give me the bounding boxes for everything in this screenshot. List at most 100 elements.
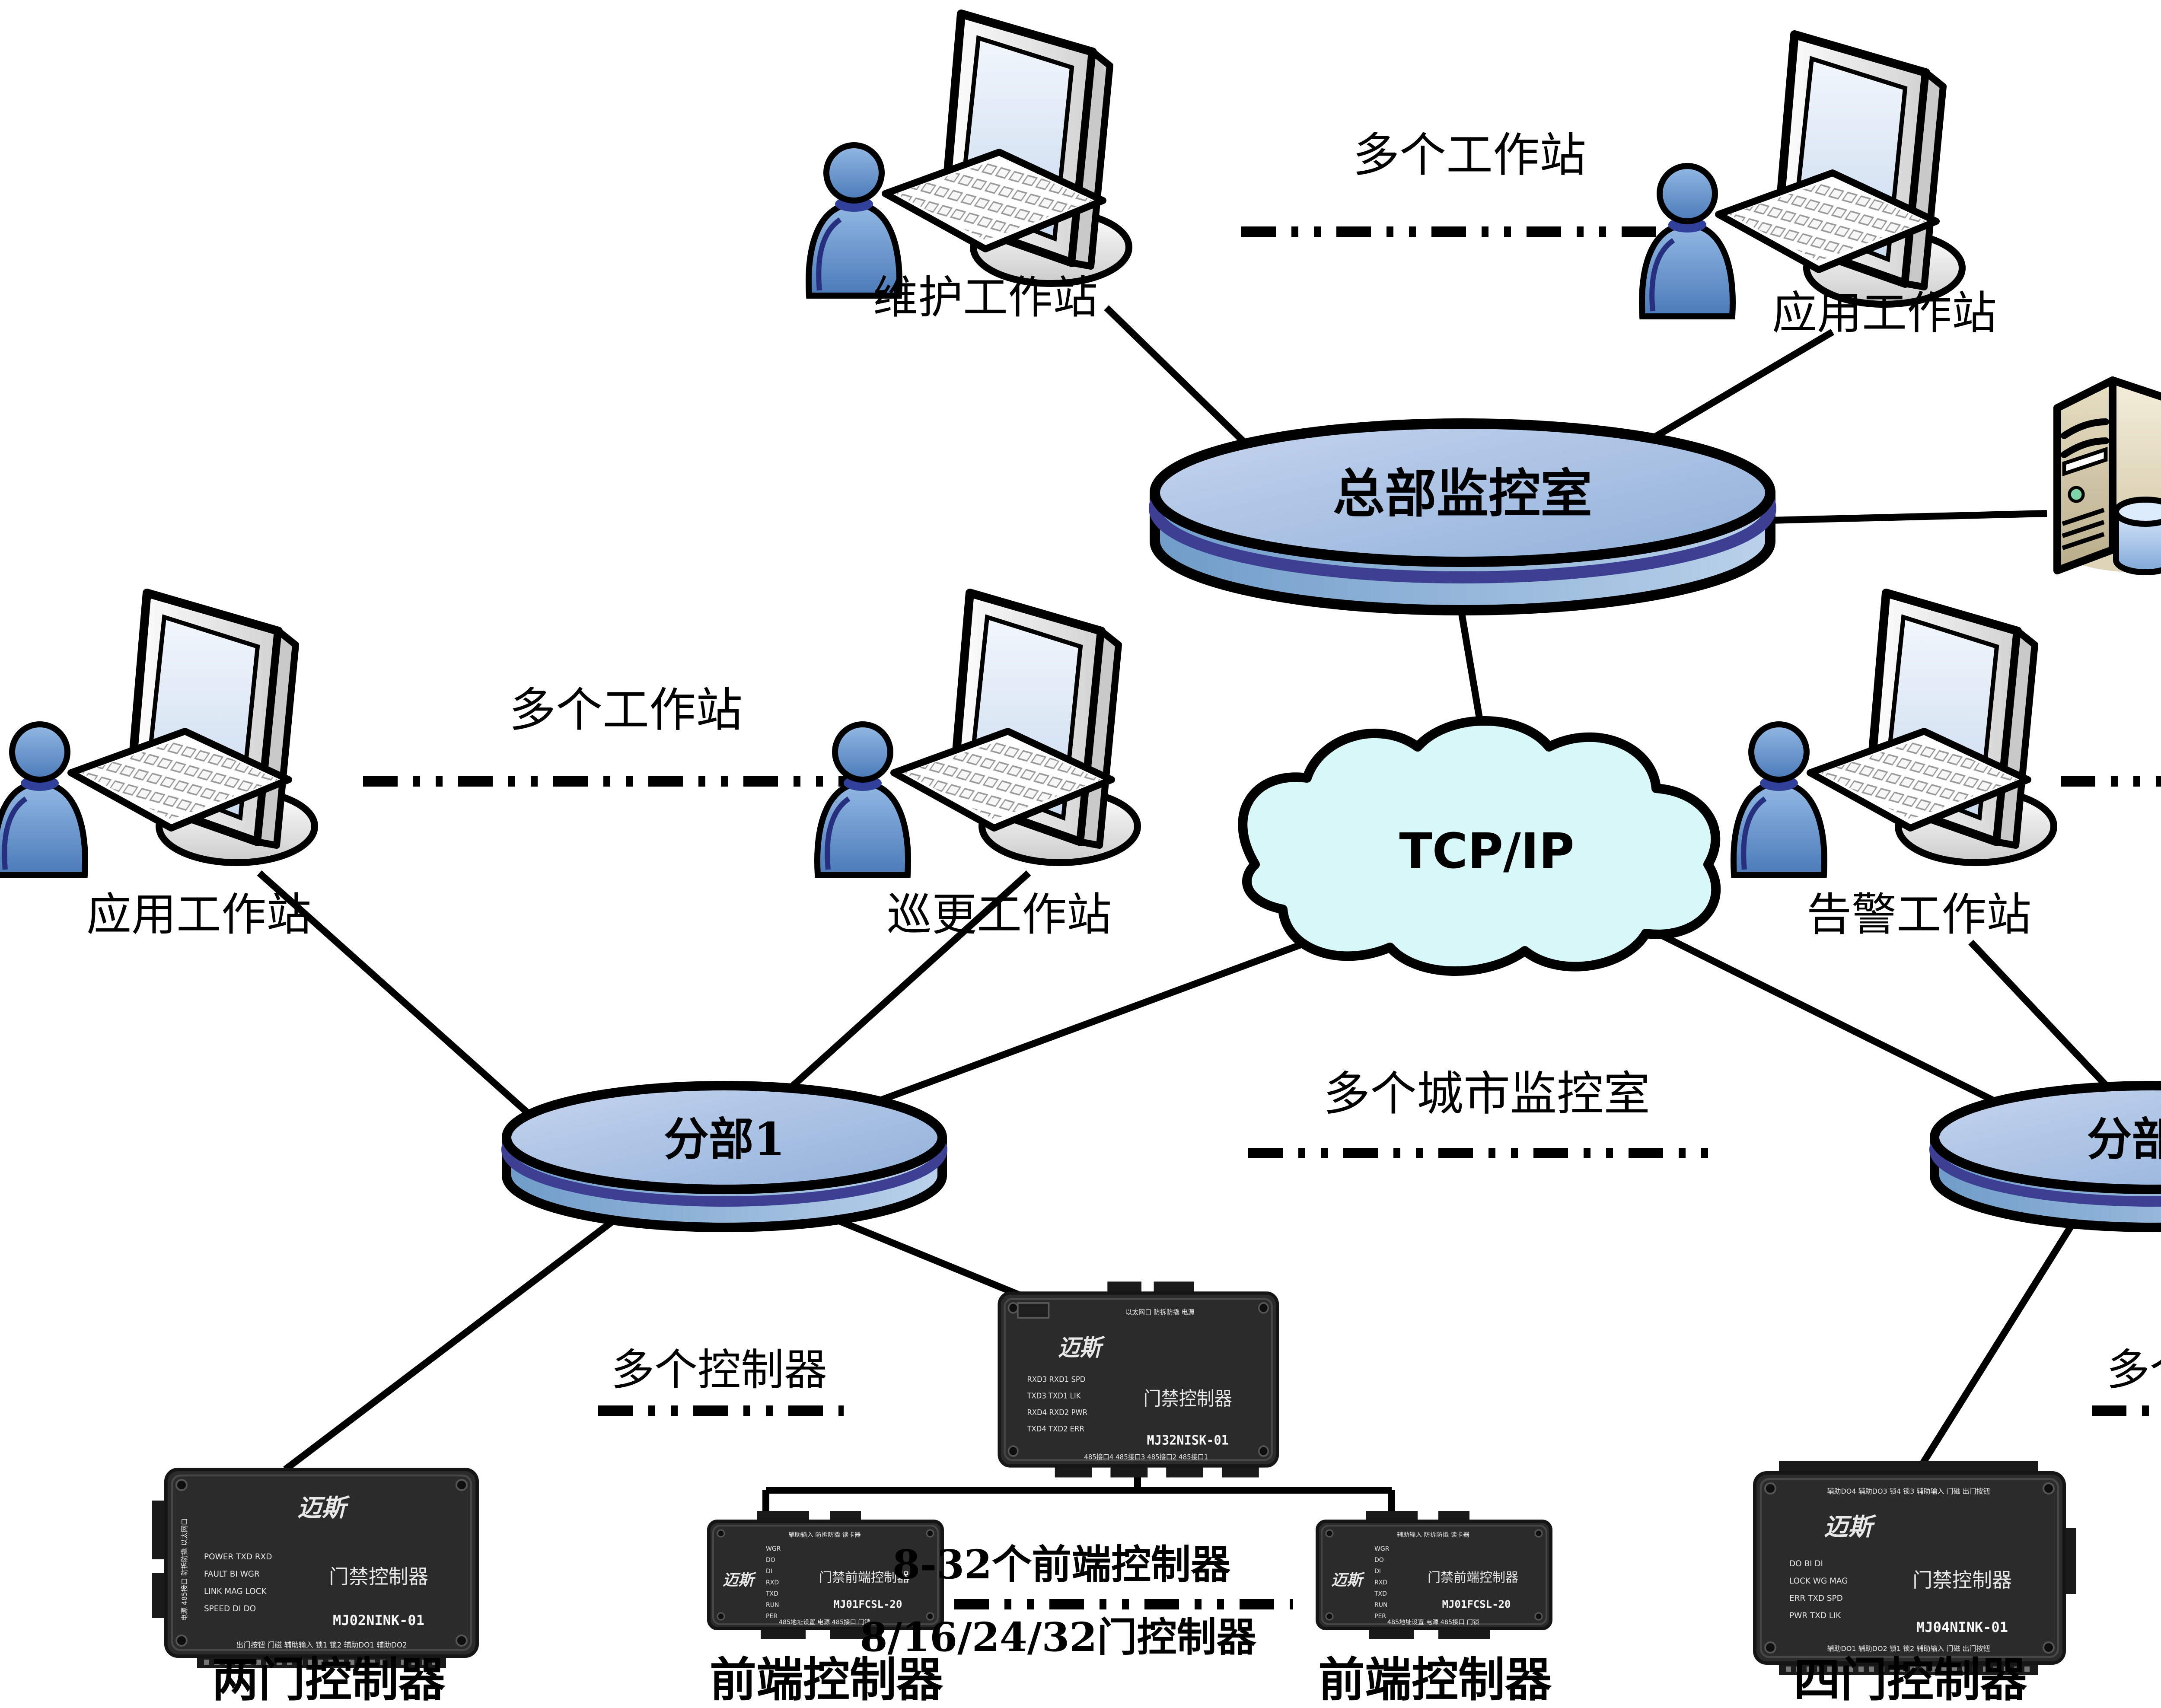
- front-end-controller-right-device: 辅助输入 防拆防撬 读卡器 迈斯 WGR DO DI RXD TXD RUN P…: [1316, 1511, 1552, 1639]
- label-alarm-ws: 告警工作站: [1807, 888, 2031, 941]
- server-vents: [2062, 508, 2105, 550]
- led-row: RXD3 RXD1 SPD: [1027, 1375, 1085, 1384]
- terminal-strip: [1110, 1466, 1148, 1478]
- hq-monitor-room-node: 总部监控室: [1149, 418, 1776, 615]
- brand-logo: 迈斯: [1824, 1513, 1877, 1541]
- screws: [1764, 1482, 2055, 1654]
- top-port-labels: 以太网口 防拆防撬 电源: [1125, 1308, 1195, 1316]
- led-label: DO: [1374, 1557, 1384, 1564]
- caption-two-door: 两门控制器: [212, 1653, 446, 1707]
- branch1-disk-top: [502, 1081, 947, 1194]
- connector-stub: [1107, 1281, 1141, 1293]
- led-row: DO BI DI: [1789, 1559, 1823, 1568]
- model-number: MJ32NISK-01: [1147, 1433, 1229, 1448]
- terminal-strip: [1166, 1466, 1204, 1478]
- panel-title: 门禁控制器: [1912, 1568, 2012, 1592]
- hq-label: 总部监控室: [1333, 463, 1592, 524]
- device-edge: [171, 1474, 472, 1651]
- label-application-top-ws: 应用工作站: [1772, 287, 1997, 339]
- led-row: RXD4 RXD2 PWR: [1027, 1408, 1087, 1417]
- led-label: RUN: [1374, 1602, 1387, 1609]
- link-branchN-fourdoor: [1916, 1218, 2078, 1472]
- annotation-multi-ws-top: 多个工作站: [1353, 128, 1586, 182]
- annotation-multi-ws-left: 多个工作站: [509, 683, 743, 737]
- device-body: [1753, 1471, 2066, 1665]
- workstation-application-icon: [0, 593, 315, 875]
- link-application-branch1: [257, 870, 539, 1123]
- database-cylinder-body: [2113, 512, 2161, 575]
- lan-port: [1017, 1302, 1050, 1319]
- screws: [1325, 1529, 1543, 1621]
- led-label: TXD: [765, 1590, 778, 1597]
- terminal-strip: [1779, 1461, 2038, 1473]
- link-alarm-branchN: [1968, 940, 2120, 1100]
- hq-disk-top: [1150, 418, 1775, 567]
- device-body: [707, 1520, 944, 1630]
- branchN-node: 分部N: [1929, 1081, 2161, 1232]
- screws: [717, 1529, 934, 1621]
- device-edge: [1321, 1525, 1547, 1625]
- bottom-port-labels: 485地址设置 电源 485接口 门锁: [779, 1619, 871, 1626]
- led-row: TXD4 TXD2 ERR: [1026, 1424, 1084, 1434]
- bottom-port-labels: 485地址设置 电源 485接口 门锁: [1387, 1619, 1479, 1626]
- model-number: MJ01FCSL-20: [834, 1598, 902, 1610]
- model-number: MJ04NINK-01: [1916, 1619, 2008, 1635]
- led-label: DI: [766, 1568, 772, 1575]
- dash-separators: [363, 226, 2161, 1609]
- led-row: TXD3 TXD1 LIK: [1026, 1392, 1081, 1401]
- brand-logo: 迈斯: [723, 1571, 757, 1589]
- link-cloud-branch1: [872, 930, 1332, 1106]
- device-edge: [1759, 1478, 2059, 1658]
- server-icon: [2053, 376, 2161, 575]
- panel-title: 门禁前端控制器: [819, 1570, 910, 1585]
- link-cloud-branchN: [1649, 927, 2007, 1110]
- label-patrol-ws: 巡更工作站: [887, 888, 1112, 941]
- led-label: WGR: [766, 1545, 781, 1552]
- top-port-labels: 辅助输入 防拆防撬 读卡器: [788, 1531, 861, 1539]
- annotation-door-count: 8/16/24/32门控制器: [860, 1614, 1257, 1660]
- four-door-controller-device: 辅助DO4 辅助DO3 锁4 锁3 辅助输入 门磁 出门按钮 迈斯 DO BI …: [1753, 1461, 2076, 1675]
- top-port-labels: 辅助输入 防拆防撬 读卡器: [1397, 1531, 1469, 1539]
- side-port-labels: 电源 485接口 防拆防撬 以太网口: [180, 1518, 188, 1621]
- front-end-controller-left-device: 辅助输入 防拆防撬 读卡器 迈斯 WGR DO DI RXD TXD RUN P…: [707, 1511, 944, 1639]
- server-power-led: [2068, 486, 2085, 503]
- bottom-port-labels: 辅助DO1 辅助DO2 锁1 锁2 辅助输入 门磁 出门按钮: [1827, 1644, 1990, 1653]
- link-patrol-branch1: [779, 870, 1031, 1099]
- branch1-node: 分部1: [501, 1081, 947, 1232]
- link-midcontroller-frontend-bus: [762, 1466, 1395, 1521]
- bottom-port-labels: 485接口4 485接口3 485接口2 485接口1: [1084, 1453, 1208, 1461]
- brand-logo: 迈斯: [297, 1494, 350, 1522]
- cloud-label: TCP/IP: [1399, 823, 1574, 879]
- branch1-label: 分部1: [664, 1112, 785, 1166]
- led-label: RXD: [1374, 1579, 1387, 1586]
- caption-front-end-left: 前端控制器: [710, 1653, 943, 1707]
- panel-title: 门禁控制器: [1143, 1388, 1232, 1410]
- brand-logo: 迈斯: [1058, 1335, 1105, 1361]
- label-application-ws: 应用工作站: [86, 888, 311, 941]
- annotation-multi-city: 多个城市监控室: [1323, 1067, 1650, 1121]
- server-cd-slot: [2062, 446, 2108, 477]
- device-edge: [712, 1525, 939, 1625]
- led-row: LINK MAG LOCK: [204, 1587, 267, 1596]
- caption-four-door: 四门控制器: [1794, 1653, 2027, 1707]
- panel-title: 门禁控制器: [329, 1565, 428, 1588]
- model-number: MJ01FCSL-20: [1442, 1598, 1511, 1610]
- led-label: PER: [1374, 1613, 1386, 1620]
- device-body: [998, 1291, 1279, 1468]
- led-label: DO: [766, 1557, 775, 1564]
- tcpip-cloud-node: TCP/IP: [1238, 716, 1721, 976]
- led-label: PER: [766, 1613, 778, 1620]
- led-row: FAULT BI WGR: [204, 1570, 260, 1579]
- connection-lines: [257, 305, 2120, 1521]
- led-label: RUN: [766, 1602, 779, 1609]
- led-label: TXD: [1374, 1590, 1387, 1597]
- connector-stub: [1154, 1281, 1194, 1293]
- device-body: [164, 1468, 479, 1658]
- link-hq-server: [1770, 510, 2047, 524]
- brand-logo: 迈斯: [1331, 1571, 1365, 1589]
- led-row: SPEED DI DO: [204, 1604, 256, 1613]
- database-cylinder-top: [2113, 497, 2161, 527]
- led-label: WGR: [1374, 1545, 1390, 1552]
